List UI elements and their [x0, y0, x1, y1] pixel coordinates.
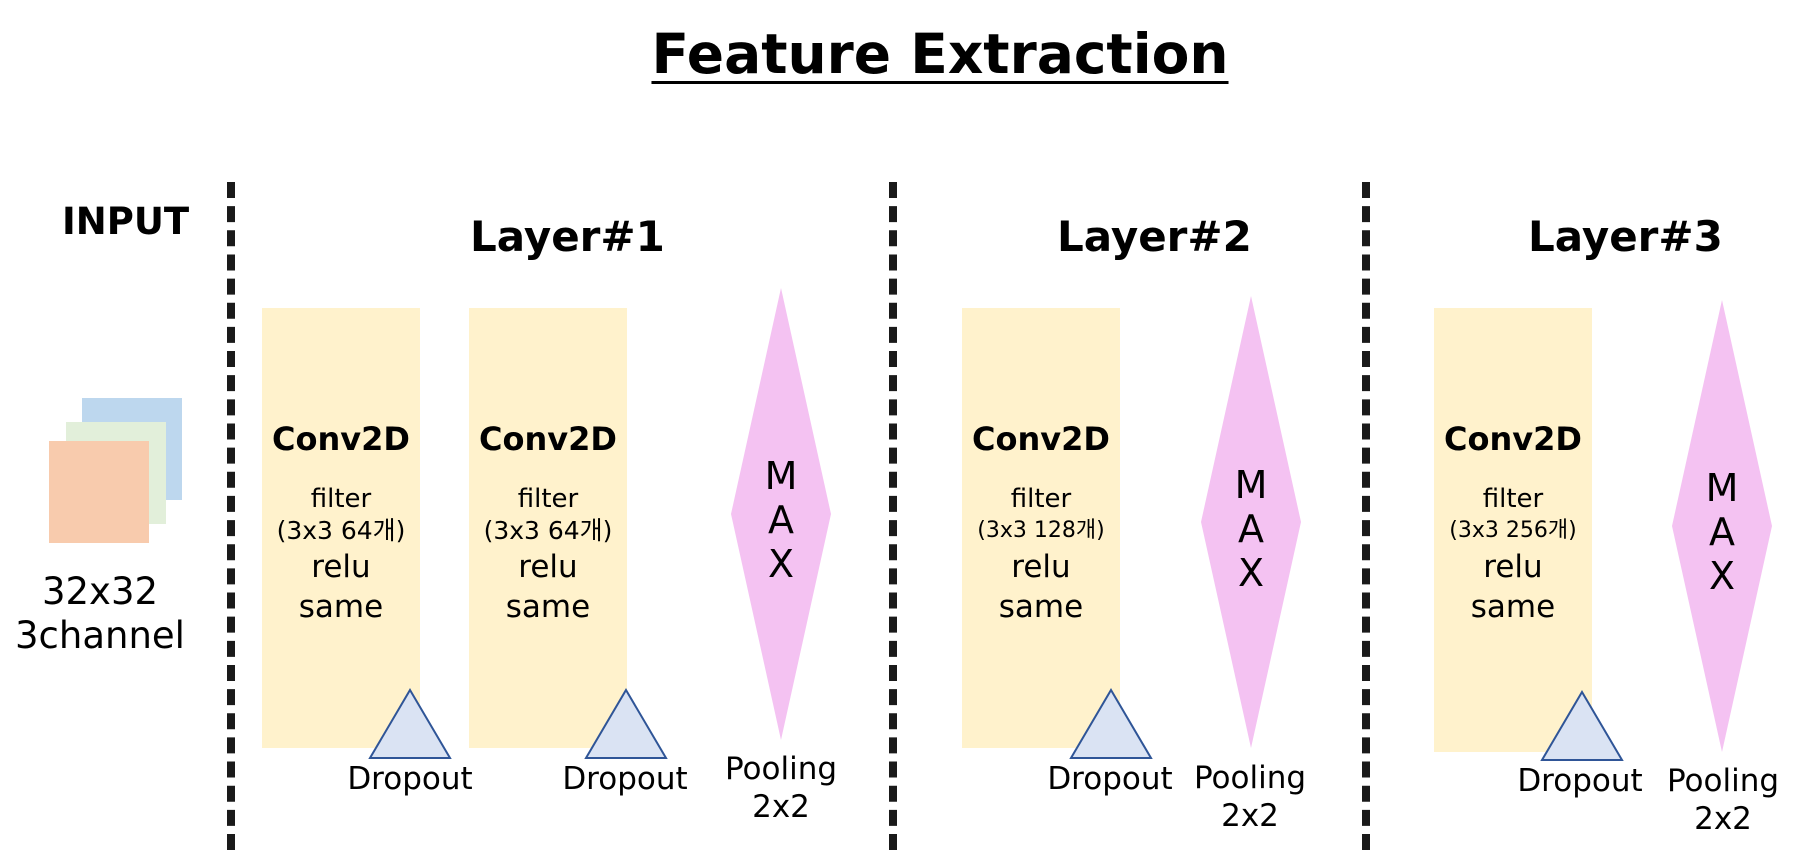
conv2d-title: Conv2D [479, 420, 617, 458]
max-pool-diamond [1201, 296, 1301, 748]
layer-2-title: Layer#2 [1057, 212, 1252, 261]
conv2d-activation: relu [1483, 549, 1543, 585]
max-pool-text: M A X [764, 454, 798, 586]
conv2d-filter: filter [310, 484, 372, 514]
input-channels: 3channel [15, 614, 185, 657]
pooling-label: Pooling 2x2 [1193, 760, 1307, 834]
input-label: INPUT [62, 200, 190, 243]
dropout-label: Dropout [1517, 763, 1643, 799]
max-pool-text: M A X [1705, 466, 1739, 598]
input-channel-orange [49, 441, 149, 543]
diagram-title: Feature Extraction [651, 22, 1229, 86]
conv2d-activation: relu [1011, 549, 1071, 585]
dropout-triangle [1069, 688, 1153, 759]
layer-1-title: Layer#1 [470, 212, 665, 261]
pooling-label: Pooling 2x2 [1666, 763, 1780, 837]
conv2d-filter: filter [1010, 484, 1072, 514]
dropout-label: Dropout [1047, 761, 1173, 797]
input-caption: 32x32 3channel [10, 570, 190, 658]
max-pool-diamond [1672, 300, 1772, 752]
dropout-triangle [1540, 690, 1624, 761]
conv2d-block: Conv2D filter (3x3 128개) relu same [962, 308, 1120, 748]
conv2d-block: Conv2D filter (3x3 256개) relu same [1434, 308, 1592, 752]
dropout-triangle [584, 688, 668, 759]
input-size: 32x32 [41, 570, 159, 613]
conv2d-padding: same [298, 589, 384, 625]
pooling-label: Pooling 2x2 [724, 751, 838, 825]
conv2d-filter: filter [517, 484, 579, 514]
conv2d-activation: relu [311, 549, 371, 585]
section-divider [1362, 182, 1370, 850]
max-pool-text: M A X [1234, 463, 1268, 595]
conv2d-title: Conv2D [1444, 420, 1582, 458]
section-divider [889, 182, 897, 850]
dropout-label: Dropout [562, 761, 688, 797]
conv2d-spec: (3x3 128개) [977, 518, 1105, 543]
dropout-label: Dropout [347, 761, 473, 797]
conv2d-block: Conv2D filter (3x3 64개) relu same [262, 308, 420, 748]
conv2d-padding: same [1470, 589, 1556, 625]
conv2d-title: Conv2D [272, 420, 410, 458]
conv2d-spec: (3x3 256개) [1449, 518, 1577, 543]
dropout-triangle [368, 688, 452, 759]
conv2d-activation: relu [518, 549, 578, 585]
conv2d-spec: (3x3 64개) [276, 516, 406, 545]
conv2d-padding: same [505, 589, 591, 625]
conv2d-padding: same [998, 589, 1084, 625]
max-pool-diamond [731, 288, 831, 740]
conv2d-block: Conv2D filter (3x3 64개) relu same [469, 308, 627, 748]
section-divider [227, 182, 235, 850]
layer-3-title: Layer#3 [1528, 212, 1723, 261]
conv2d-spec: (3x3 64개) [483, 516, 613, 545]
conv2d-filter: filter [1482, 484, 1544, 514]
conv2d-title: Conv2D [972, 420, 1110, 458]
